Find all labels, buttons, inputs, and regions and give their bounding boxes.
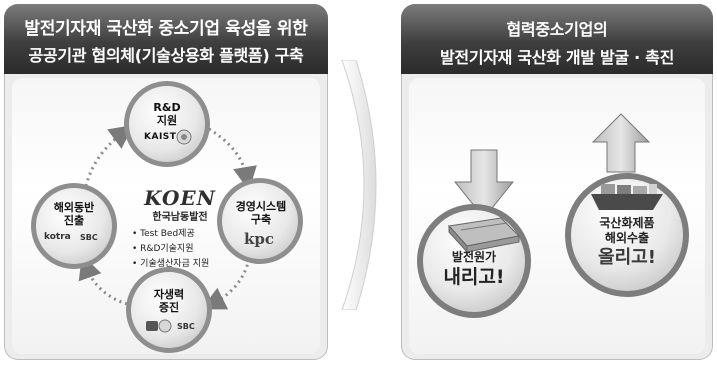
list-item: 기술생산자금 지원	[132, 257, 228, 272]
overseas-circle	[31, 183, 117, 269]
export-sphere-text: 국산화제품 해외수출 올리고!	[598, 216, 656, 268]
selfreliance-label: 자생력 증진	[153, 288, 185, 314]
koen-org-name: 한국남동발전	[152, 212, 208, 223]
left-title-line2: 공공기관 협의체(기술상용화 플랫폼) 구축	[28, 46, 304, 65]
kpc-logo: kpc	[244, 230, 275, 248]
arrow-selfreliance-to-overseas	[78, 254, 128, 306]
right-panel: 협력중소기업의 발전기자재 국산화 개발 발굴 · 촉진	[401, 4, 713, 360]
left-title-line1: 발전기자재 국산화 중소기업 육성을 위한	[24, 19, 308, 39]
arrow-down-icon	[453, 149, 515, 219]
kotra-logo: kotra	[44, 232, 71, 242]
money-stack-icon	[448, 217, 521, 254]
right-title-line2: 발전기자재 국산화 개발 발굴 · 촉진	[439, 48, 674, 67]
cost-sphere-text: 발전원가 내리고!	[443, 250, 505, 288]
emblem-icon	[176, 129, 192, 145]
chevron-right-icon	[341, 60, 377, 310]
left-panel-header: 발전기자재 국산화 중소기업 육성을 위한 공공기관 협의체(기술상용화 플랫폼…	[4, 4, 328, 74]
cycle-diagram	[31, 81, 303, 353]
sbc-logo: SBC	[177, 322, 195, 331]
koen-center-block: KOEN 한국남동발전 Test Bed제공 R&D기술지원 기술생산자금 지원	[132, 186, 228, 272]
koen-logo: KOEN	[144, 186, 216, 210]
right-panel-header: 협력중소기업의 발전기자재 국산화 개발 발굴 · 촉진	[401, 4, 713, 74]
left-panel: 발전기자재 국산화 중소기업 육성을 위한 공공기관 협의체(기술상용화 플랫폼…	[4, 4, 328, 360]
cost-export-diagram	[417, 113, 689, 318]
management-circle	[217, 178, 303, 264]
arrow-up-icon	[591, 113, 651, 173]
emblem-icon	[146, 319, 172, 333]
right-title-line1: 협력중소기업의	[506, 20, 608, 39]
arrow-overseas-to-rd	[84, 124, 134, 187]
arrow-rd-to-management	[208, 127, 257, 191]
rd-support-label: R&D 지원	[153, 101, 181, 127]
list-item: R&D기술지원	[132, 242, 228, 257]
koen-support-list: Test Bed제공 R&D기술지원 기술생산자금 지원	[132, 227, 228, 272]
kaist-logo: KAIST	[144, 132, 177, 142]
management-label: 경영시스템 구축	[235, 200, 287, 226]
sbc-logo-overseas: SBC	[80, 233, 98, 242]
arrow-management-to-selfreliance	[201, 258, 251, 310]
list-item: Test Bed제공	[132, 227, 228, 242]
cargo-ship-icon	[591, 184, 663, 210]
overseas-label: 해외동반 진출	[53, 201, 95, 227]
